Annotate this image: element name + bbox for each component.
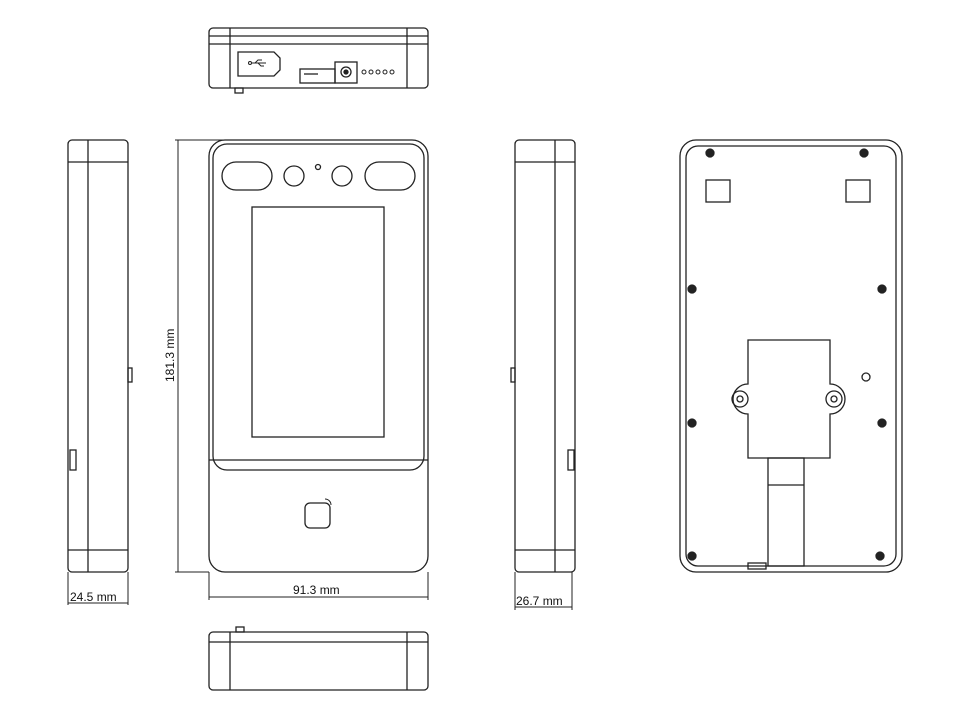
- height-dimension: [175, 139, 429, 600]
- top-view: [208, 27, 429, 94]
- front-view: [208, 139, 429, 573]
- depth-right-label: 26.7 mm: [516, 594, 563, 608]
- height-label: 181.3 mm: [163, 329, 177, 382]
- card-reader-icon: [304, 502, 331, 529]
- right-side-view: [510, 139, 576, 610]
- bottom-view: [208, 626, 429, 691]
- width-label: 91.3 mm: [293, 583, 340, 597]
- usb-icon: [248, 59, 266, 67]
- back-view: [679, 139, 903, 573]
- depth-left-label: 24.5 mm: [70, 590, 117, 604]
- left-side-view: [67, 139, 133, 605]
- screen: [251, 206, 385, 438]
